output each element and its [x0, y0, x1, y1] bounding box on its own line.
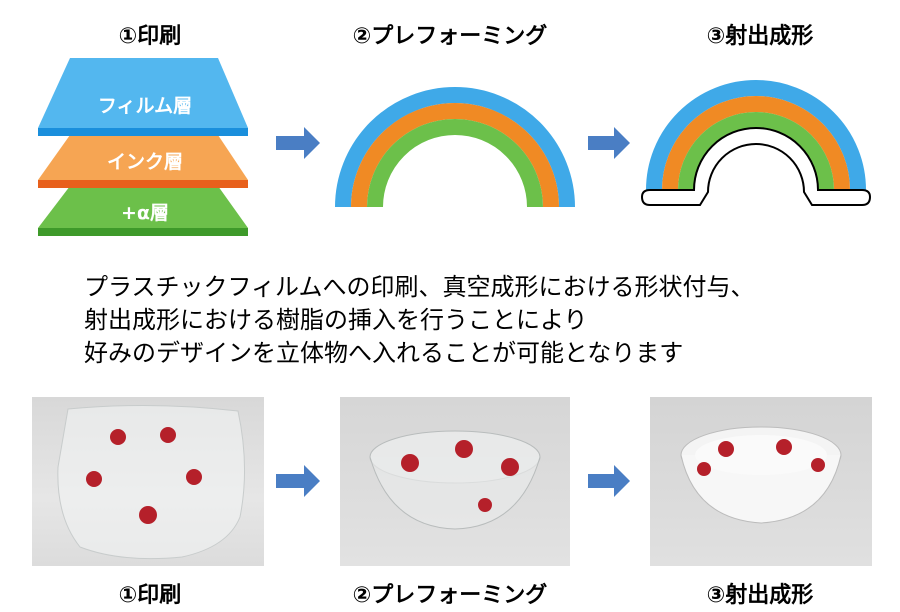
step-label-injection-bottom: ③射出成形 — [706, 583, 814, 608]
layer-stack — [38, 58, 248, 236]
step-label-preforming-top: ②プレフォーミング — [352, 24, 548, 49]
photo-printed-film — [32, 397, 264, 566]
preformed-arch — [335, 87, 575, 208]
bear-print — [401, 440, 519, 512]
description-line-3: 好みのデザインを立体物へ入れることが可能となります — [84, 339, 684, 367]
description-line-2: 射出成形における樹脂の挿入を行うことにより — [84, 306, 588, 334]
bear-print — [697, 439, 825, 476]
step-label-preforming-bottom: ②プレフォーミング — [352, 583, 548, 608]
resin-shape — [640, 127, 872, 206]
alpha-layer-label: +α層 — [121, 202, 169, 224]
process-diagram — [38, 58, 872, 236]
arrow-2 — [588, 127, 630, 159]
ink-layer-shape — [38, 135, 248, 180]
step-label-injection-top: ③射出成形 — [706, 24, 814, 49]
arrow-1 — [276, 127, 320, 159]
injection-arch — [640, 80, 872, 206]
step-label-print-top: ①印刷 — [118, 24, 182, 49]
alpha-layer-shape — [38, 186, 248, 228]
arrow-3 — [276, 465, 320, 497]
film-layer-label: フィルム層 — [97, 95, 193, 117]
step-label-print-bottom: ①印刷 — [118, 583, 182, 608]
photo-molded-bowl — [650, 397, 872, 566]
photo-preformed-bowl — [340, 397, 570, 566]
arrow-4 — [588, 465, 630, 497]
description: プラスチックフィルムへの印刷、真空成形における形状付与、 射出成形における樹脂の… — [84, 271, 755, 370]
description-line-1: プラスチックフィルムへの印刷、真空成形における形状付与、 — [84, 273, 755, 301]
ink-layer-label: インク層 — [106, 151, 183, 173]
film-layer-shape — [38, 58, 248, 128]
bear-print — [86, 427, 202, 524]
